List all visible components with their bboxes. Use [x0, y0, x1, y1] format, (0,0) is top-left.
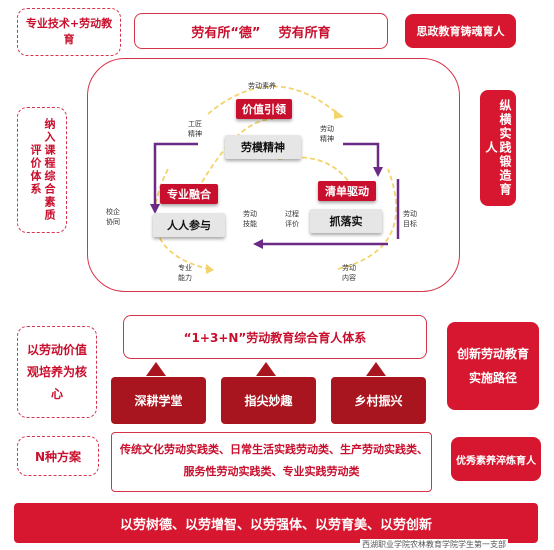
label-labor-spirit: 劳动精神	[320, 125, 334, 143]
label-labor-content: 劳动内容	[342, 264, 356, 282]
triangle-1	[146, 362, 166, 376]
cycle-top-sub: 劳模精神	[225, 135, 301, 159]
top-center-title: 劳有所“德” 劳有所育	[134, 13, 388, 49]
purple-arrow-left	[153, 142, 198, 204]
label-process-eval: 过程评价	[285, 210, 299, 228]
label-labor-literacy: 劳动素养	[248, 82, 276, 90]
label-major-ability: 专业能力	[178, 264, 192, 282]
purple-arrowhead-right	[373, 167, 383, 177]
watermark: 西湖职业学院农林教育学院学生第一支部	[360, 539, 508, 550]
cycle-left-sub: 人人参与	[153, 213, 225, 237]
yellow-arrow-right	[337, 168, 397, 270]
right-vertical-box: 纵横实践锻造育人	[480, 90, 516, 206]
cycle-left-title: 专业融合	[160, 184, 218, 204]
yellow-arrowhead-left	[206, 264, 214, 274]
cycle-diagram: 劳动素养 工匠精神 劳动精神 校企协同 劳动技能 过程评价 劳动目标 专业能力 …	[87, 58, 460, 292]
label-school-coop: 校企协同	[106, 208, 120, 226]
middle-left-label: 以劳动价值观培养为核心	[17, 326, 97, 418]
bottom-banner: 以劳树德、以劳增智、以劳强体、以劳育美、以劳创新	[14, 503, 538, 543]
middle-right-label: 创新劳动教育实施路径	[447, 322, 539, 410]
cycle-right-sub: 抓落实	[310, 209, 382, 233]
triangle-2	[256, 362, 276, 376]
top-right-label: 思政教育铸魂育人	[405, 14, 516, 48]
pillar-1: 深耕学堂	[111, 377, 206, 424]
system-title: “1+3+N”劳动教育综合育人体系	[123, 315, 427, 359]
pillar-3: 乡村振兴	[331, 377, 426, 424]
yellow-arrowhead-top	[334, 109, 344, 119]
cycle-top-title: 价值引领	[236, 99, 292, 119]
pillar-2: 指尖妙趣	[221, 377, 316, 424]
n-plan-label: N种方案	[17, 436, 99, 476]
purple-arrowhead-bottom	[253, 239, 263, 249]
yellow-arrow-top	[207, 85, 339, 115]
purple-arrowhead-left	[150, 204, 160, 214]
label-labor-skill: 劳动技能	[243, 210, 257, 228]
top-left-label: 专业技术+劳动教育	[17, 8, 121, 56]
purple-arrow-right	[343, 142, 380, 169]
triangle-3	[366, 362, 386, 376]
n-right-label: 优秀素养淬炼育人	[451, 437, 541, 481]
left-vertical-box: 纳入课程综合素质评价体系	[17, 107, 67, 233]
n-plan-list: 传统文化劳动实践类、日常生活实践劳动类、生产劳动实践类、 服务性劳动实践类、专业…	[111, 432, 432, 492]
label-labor-goal: 劳动目标	[403, 210, 417, 228]
cycle-right-title: 清单驱动	[318, 181, 376, 201]
label-craftsman: 工匠精神	[188, 120, 202, 138]
